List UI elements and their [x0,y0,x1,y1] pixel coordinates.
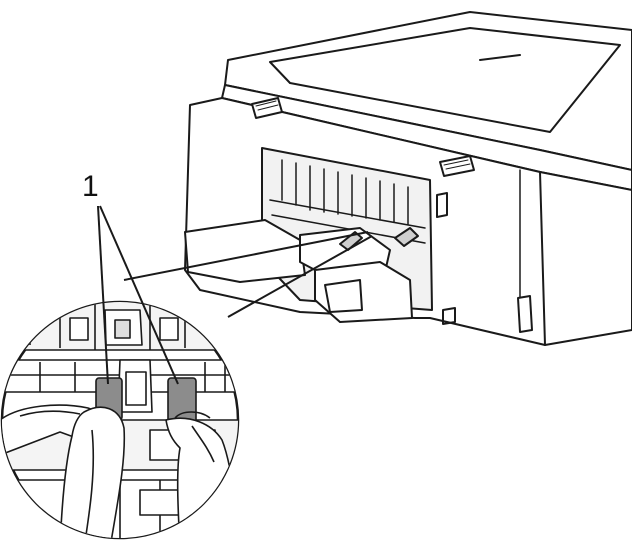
printer-illustration [185,12,632,345]
magnifier-circle [0,300,240,548]
roller-icon-right [168,378,196,424]
callout-number: 1 [82,170,99,203]
